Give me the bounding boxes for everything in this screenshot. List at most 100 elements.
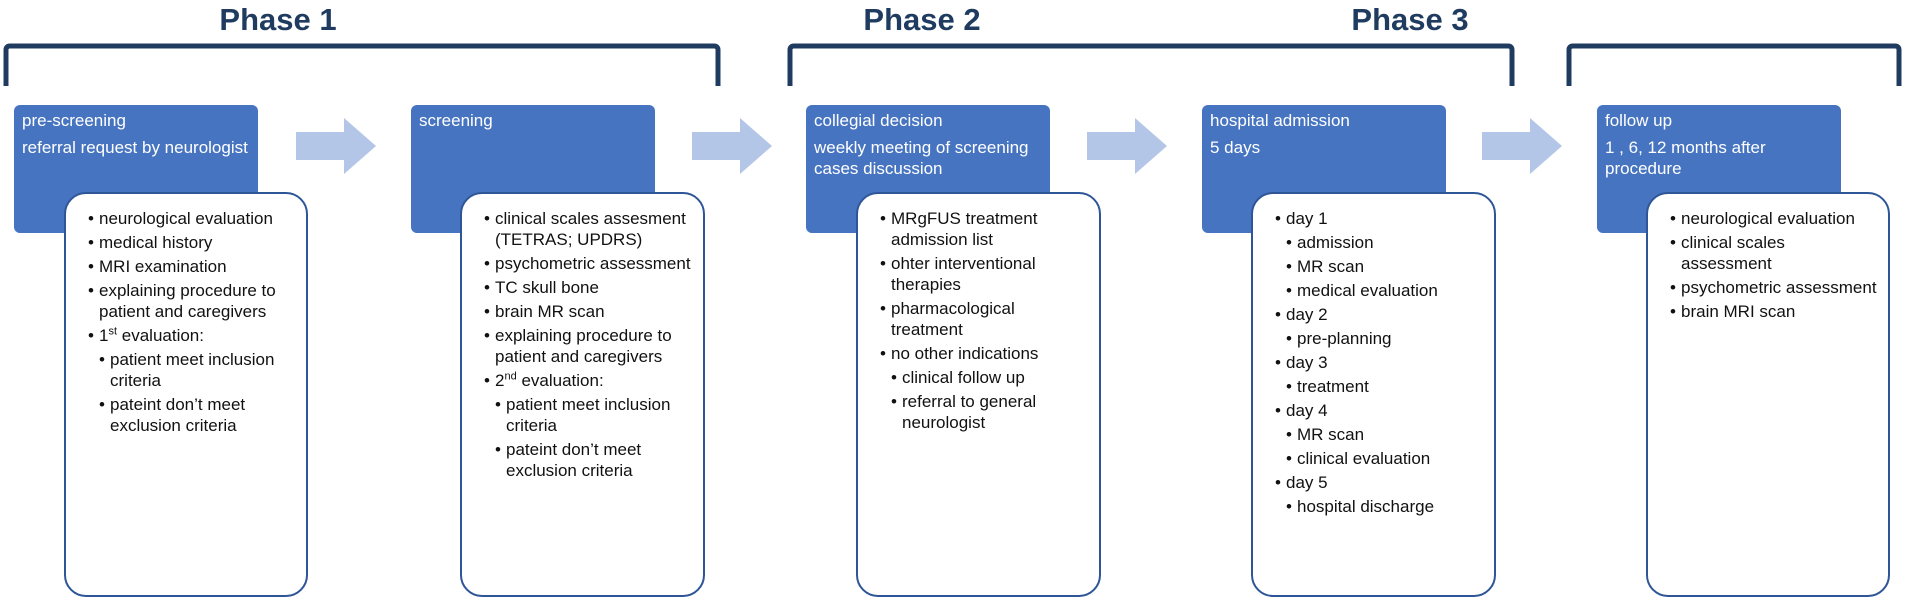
bullet-list: neurological evaluation medical historyMR… bbox=[88, 208, 296, 436]
stage-screening-card: clinical scales assesment (TETRAS; UPDRS… bbox=[460, 192, 705, 597]
bullet-text: patient meet inclusion criteria bbox=[506, 395, 671, 435]
arrow-1 bbox=[296, 118, 376, 174]
sub-bullet-item: MR scan bbox=[1275, 256, 1484, 277]
bullet-text: explaining procedure to patient and care… bbox=[99, 281, 276, 321]
bullet-list: day 1 admission MR scan medical evaluation d… bbox=[1275, 208, 1484, 517]
bullet-item: psychometric assessment bbox=[484, 253, 693, 274]
stage-title: collegial decision bbox=[814, 111, 943, 130]
bullet-suffix: evaluation: bbox=[516, 371, 604, 390]
sub-bullet-item: pre-planning bbox=[1275, 328, 1484, 349]
sub-bullet-item: pateint don’t meet exclusion criteria bbox=[484, 439, 693, 481]
bullet-text: neurological evaluation bbox=[99, 209, 273, 228]
stage-title: screening bbox=[419, 111, 493, 130]
arrow-4 bbox=[1482, 118, 1562, 174]
bullet-item: day 1 bbox=[1275, 208, 1484, 229]
sub-bullet-item: patient meet inclusion criteria bbox=[88, 349, 296, 391]
bullet-item: no other indications bbox=[880, 343, 1089, 364]
sub-bullet-item: clinical follow up bbox=[880, 367, 1089, 388]
stage-subtitle: 5 days bbox=[1210, 138, 1261, 157]
bullet-item: day 2 bbox=[1275, 304, 1484, 325]
bullet-text: clinical scales assessment bbox=[1681, 233, 1785, 273]
sub-bullet-item: clinical evaluation bbox=[1275, 448, 1484, 469]
bullet-item: 2nd evaluation: bbox=[484, 370, 693, 391]
ordinal-suffix: st bbox=[108, 325, 118, 338]
bullet-text: admission bbox=[1297, 233, 1374, 252]
bullet-text: pateint don’t meet exclusion criteria bbox=[506, 440, 642, 480]
sub-bullet-item: patient meet inclusion criteria bbox=[484, 394, 693, 436]
stage-title: hospital admission bbox=[1210, 111, 1350, 130]
bullet-text: ohter interventional therapies bbox=[891, 254, 1036, 294]
bullet-text: clinical evaluation bbox=[1297, 449, 1431, 468]
bullet-text: day 4 bbox=[1286, 401, 1328, 420]
stage-title: pre-screening bbox=[22, 111, 126, 130]
stage-follow-up-card: neurological evaluation clinical scales a… bbox=[1646, 192, 1890, 597]
bullet-text: day 2 bbox=[1286, 305, 1328, 324]
bullet-text: no other indications bbox=[891, 344, 1039, 363]
bullet-text: psychometric assessment bbox=[495, 254, 691, 273]
bullet-text: medical history bbox=[99, 233, 213, 252]
sub-bullet-item: pateint don’t meet exclusion criteria bbox=[88, 394, 296, 436]
stage-subtitle: weekly meeting of screening cases discus… bbox=[814, 138, 1029, 178]
bullet-list: clinical scales assesment (TETRAS; UPDRS… bbox=[484, 208, 693, 481]
stage-collegial-decision-card: MRgFUS treatment admission list ohter int… bbox=[856, 192, 1101, 597]
bullet-text: brain MR scan bbox=[495, 302, 605, 321]
bullet-text: TC skull bone bbox=[495, 278, 599, 297]
bullet-item: brain MR scan bbox=[484, 301, 693, 322]
bullet-text: pharmacological treatment bbox=[891, 299, 1015, 339]
stage-hospital-admission-card: day 1 admission MR scan medical evaluation d… bbox=[1251, 192, 1496, 597]
bullet-item: neurological evaluation bbox=[1670, 208, 1878, 229]
bullet-text: pateint don’t meet exclusion criteria bbox=[110, 395, 246, 435]
bullet-text: hospital discharge bbox=[1297, 497, 1435, 516]
bullet-text: clinical scales assesment (TETRAS; UPDRS… bbox=[495, 209, 686, 249]
bullet-text: day 5 bbox=[1286, 473, 1328, 492]
bullet-item: explaining procedure to patient and care… bbox=[88, 280, 296, 322]
sub-bullet-item: referral to general neurologist bbox=[880, 391, 1089, 433]
sub-bullet-item: admission bbox=[1275, 232, 1484, 253]
phase-1-bracket bbox=[3, 43, 721, 86]
bullet-list: MRgFUS treatment admission list ohter int… bbox=[880, 208, 1089, 433]
bullet-text: 2 bbox=[495, 371, 505, 390]
bullet-item: ohter interventional therapies bbox=[880, 253, 1089, 295]
bullet-item: pharmacological treatment bbox=[880, 298, 1089, 340]
bullet-item: 1st evaluation: bbox=[88, 325, 296, 346]
bullet-item: clinical scales assesment (TETRAS; UPDRS… bbox=[484, 208, 693, 250]
bullet-item: neurological evaluation bbox=[88, 208, 296, 229]
bullet-text: treatment bbox=[1297, 377, 1369, 396]
bullet-text: MRI examination bbox=[99, 257, 227, 276]
bullet-item: TC skull bone bbox=[484, 277, 693, 298]
bullet-text: brain MRI scan bbox=[1681, 302, 1796, 321]
bullet-text: referral to general neurologist bbox=[902, 392, 1037, 432]
bullet-text: day 1 bbox=[1286, 209, 1328, 228]
bullet-item: medical history bbox=[88, 232, 296, 253]
stage-subtitle: referral request by neurologist bbox=[22, 138, 248, 157]
stage-title: follow up bbox=[1605, 111, 1673, 130]
phase-2-bracket bbox=[787, 43, 1515, 86]
bullet-item: psychometric assessment bbox=[1670, 277, 1878, 298]
bullet-list: neurological evaluation clinical scales a… bbox=[1670, 208, 1878, 322]
bullet-item: MRgFUS treatment admission list bbox=[880, 208, 1089, 250]
bullet-text: MRgFUS treatment admission list bbox=[891, 209, 1038, 249]
bullet-suffix: evaluation: bbox=[117, 326, 204, 345]
ordinal-suffix: nd bbox=[504, 370, 517, 383]
bullet-text: pre-planning bbox=[1297, 329, 1392, 348]
phase-3-title: Phase 3 bbox=[1351, 2, 1469, 37]
arrow-2 bbox=[692, 118, 772, 174]
sub-bullet-item: MR scan bbox=[1275, 424, 1484, 445]
bullet-text: explaining procedure to patient and care… bbox=[495, 326, 672, 366]
bullet-text: 1 bbox=[99, 326, 109, 345]
arrow-3 bbox=[1087, 118, 1167, 174]
sub-bullet-item: medical evaluation bbox=[1275, 280, 1484, 301]
phase-3-bracket bbox=[1566, 43, 1902, 86]
phase-1-title: Phase 1 bbox=[219, 2, 337, 37]
bullet-text: patient meet inclusion criteria bbox=[110, 350, 275, 390]
bullet-item: day 4 bbox=[1275, 400, 1484, 421]
stage-subtitle: 1 , 6, 12 months after procedure bbox=[1605, 138, 1766, 178]
bullet-text: clinical follow up bbox=[902, 368, 1025, 387]
stage-pre-screening-card: neurological evaluation medical historyMR… bbox=[64, 192, 308, 597]
bullet-text: MR scan bbox=[1297, 425, 1365, 444]
bullet-text: neurological evaluation bbox=[1681, 209, 1855, 228]
sub-bullet-item: treatment bbox=[1275, 376, 1484, 397]
bullet-text: day 3 bbox=[1286, 353, 1328, 372]
bullet-text: psychometric assessment bbox=[1681, 278, 1877, 297]
